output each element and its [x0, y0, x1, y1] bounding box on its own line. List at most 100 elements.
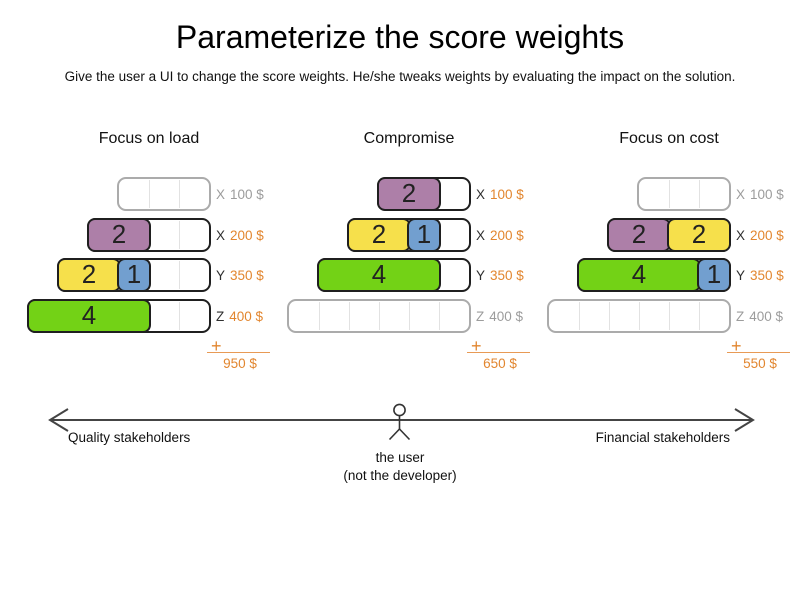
row-label-amount: 400 $: [749, 308, 784, 324]
row-label-letter: Y: [476, 267, 486, 283]
weight-block: 4: [317, 258, 441, 292]
cell-separator: [179, 180, 180, 208]
column-title: Focus on load: [98, 130, 200, 147]
row-label-amount: 350 $: [490, 267, 524, 283]
sum-line: [467, 352, 530, 353]
row-label-amount: 400 $: [229, 308, 264, 324]
slide-subtitle: Give the user a UI to change the score w…: [64, 69, 736, 84]
left-arrowhead-icon: [48, 408, 69, 432]
weight-box: [287, 299, 471, 333]
right-arrowhead-icon: [734, 408, 755, 432]
weight-box: [637, 177, 731, 211]
weight-box: [117, 177, 211, 211]
cell-separator: [319, 302, 320, 330]
row-label-letter: X: [476, 186, 486, 202]
row-label-amount: 400 $: [489, 308, 524, 324]
row-label-letter: X: [476, 227, 486, 243]
cell-separator: [579, 302, 580, 330]
plus-sign: +: [471, 336, 482, 356]
sum-line: [207, 352, 270, 353]
cell-separator: [179, 261, 180, 289]
sum-total: 650 $: [483, 356, 517, 371]
stakeholder-axis: [48, 403, 755, 441]
column-title: Compromise: [363, 130, 455, 147]
weight-block: 4: [27, 299, 151, 333]
weight-block: 2: [667, 218, 731, 252]
financial-stakeholders-label: Financial stakeholders: [595, 430, 730, 445]
weight-block: 2: [347, 218, 411, 252]
weight-block: 4: [577, 258, 701, 292]
weight-block: 1: [117, 258, 151, 292]
weight-block: 1: [407, 218, 441, 252]
row-label-letter: X: [736, 186, 746, 202]
cell-separator: [639, 302, 640, 330]
cell-separator: [379, 302, 380, 330]
row-label-amount: 200 $: [490, 227, 524, 243]
slide-title: Parameterize the score weights: [175, 19, 625, 55]
weight-block: 2: [607, 218, 671, 252]
user-figure-icon: [388, 403, 411, 441]
weight-box: [547, 299, 731, 333]
cell-separator: [669, 302, 670, 330]
row-label-amount: 350 $: [230, 267, 264, 283]
sum-line: [727, 352, 790, 353]
cell-separator: [149, 180, 150, 208]
weight-box: 4: [27, 299, 211, 333]
cell-separator: [699, 180, 700, 208]
row-label-letter: Z: [476, 308, 485, 324]
row-label-amount: 350 $: [750, 267, 784, 283]
weight-block: 2: [377, 177, 441, 211]
cell-separator: [179, 302, 180, 330]
user-sublabel: (not the developer): [343, 468, 457, 483]
cell-separator: [669, 180, 670, 208]
cell-separator: [179, 221, 180, 249]
row-label-letter: Y: [216, 267, 226, 283]
cell-separator: [349, 302, 350, 330]
row-label-amount: 200 $: [230, 227, 264, 243]
row-label-letter: Z: [216, 308, 225, 324]
row-label-amount: 100 $: [750, 186, 784, 202]
double-arrow-icon: [48, 408, 755, 432]
cell-separator: [439, 302, 440, 330]
row-label-letter: X: [216, 186, 226, 202]
row-label-letter: X: [216, 227, 226, 243]
sum-total: 950 $: [223, 356, 257, 371]
row-label-letter: X: [736, 227, 746, 243]
plus-sign: +: [731, 336, 742, 356]
weight-block: 2: [57, 258, 121, 292]
row-label-amount: 100 $: [230, 186, 264, 202]
cell-separator: [409, 302, 410, 330]
weight-block: 1: [697, 258, 731, 292]
cell-separator: [609, 302, 610, 330]
weight-box: 2: [377, 177, 471, 211]
quality-stakeholders-label: Quality stakeholders: [68, 430, 191, 445]
user-label: the user: [375, 450, 425, 465]
row-label-amount: 200 $: [750, 227, 784, 243]
weight-block: 2: [87, 218, 151, 252]
row-label-letter: Y: [736, 267, 746, 283]
plus-sign: +: [211, 336, 222, 356]
column-title: Focus on cost: [619, 130, 719, 147]
weight-box: 4: [317, 258, 471, 292]
cell-separator: [699, 302, 700, 330]
row-label-amount: 100 $: [490, 186, 524, 202]
row-label-letter: Z: [736, 308, 745, 324]
weight-box: 2: [87, 218, 211, 252]
